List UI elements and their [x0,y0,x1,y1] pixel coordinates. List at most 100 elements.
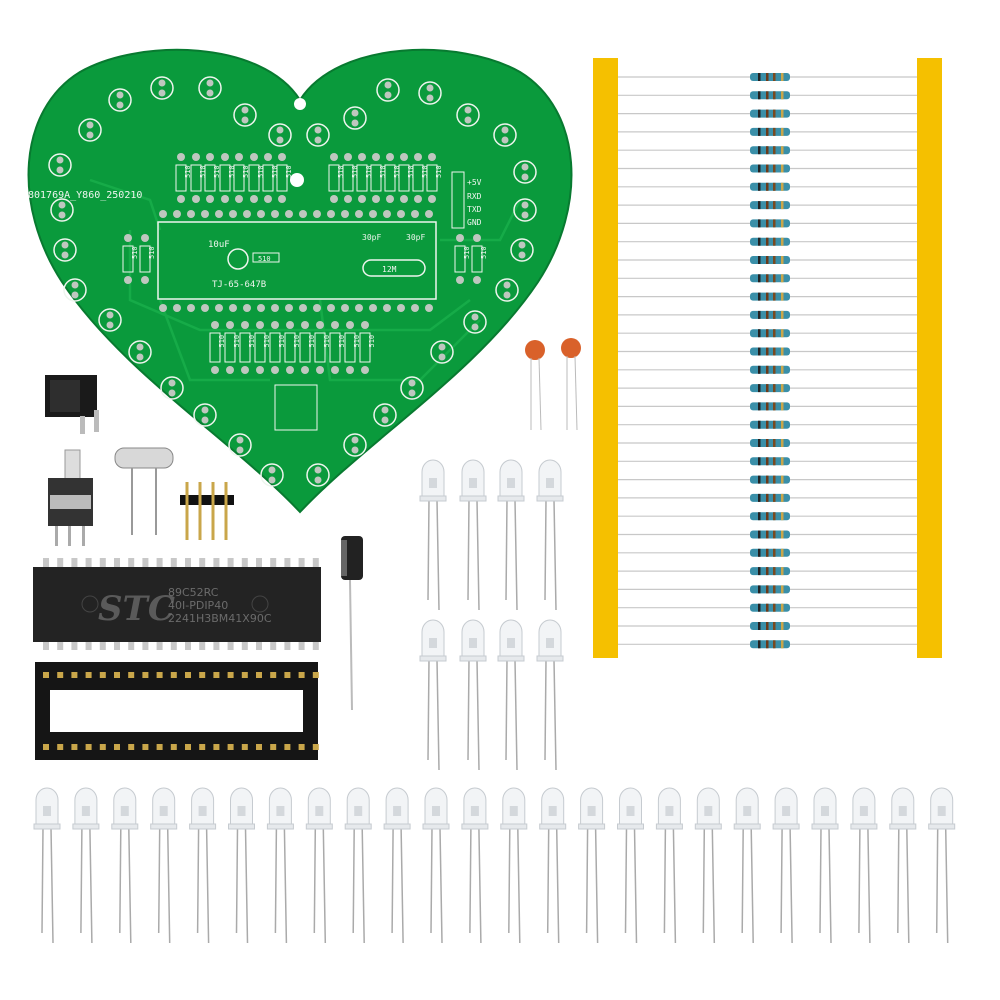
white-led [497,459,525,611]
pcb-led-footprint [98,308,122,332]
socket-contact [298,672,305,678]
pcb-led-footprint [233,103,257,127]
socket-contact [270,744,277,750]
chip-line-2: 40I-PDIP40 [168,599,228,612]
resistor-label: 510 [233,335,241,348]
pcb-led-footprint [53,238,77,262]
chip-pin [213,558,220,568]
socket-contact [284,744,291,750]
socket-contact [71,672,78,678]
chip-pin [99,558,106,568]
crystal-cap-label-1: 30pF [362,233,381,242]
socket-contact [142,672,149,678]
pcb-led-footprint [418,81,442,105]
ic-pad [201,304,209,312]
chip-pin [43,641,49,650]
pcb-led-footprint [108,88,132,112]
socket-contact [99,672,106,678]
resistor-label: 510 [308,335,316,348]
pcb-resistor-footprint: 510 [219,153,236,203]
ic-pad [411,210,419,218]
tape-resistor [618,91,917,100]
socket-contact [43,744,49,750]
resistor-label: 510 [323,335,331,348]
white-led [305,787,333,944]
pcb-led-footprint [260,463,284,487]
chip-pin [71,641,78,650]
ic-pad [425,304,433,312]
socket-contact [241,744,248,750]
white-led [189,787,217,944]
pcb-resistor-footprint: 510 [329,321,346,374]
socket-contact [312,672,319,678]
tape-resistor [618,329,917,338]
pcb-resistor-footprint: 510 [471,234,488,284]
tape-resistor [618,219,917,228]
white-led [461,787,489,944]
chip-pin [128,641,135,650]
chip-pin [85,558,92,568]
white-led [150,787,178,944]
ceramic-capacitors [525,338,581,431]
ic-pad [215,304,223,312]
pcb-led-footprint [376,78,400,102]
ic-pad [257,210,265,218]
resistor-label: 510 [148,246,156,259]
pcb-resistor-footprint: 510 [299,321,316,374]
pcb-resistor-footprint: 510 [384,153,401,203]
ic-pad [313,304,321,312]
ic-pad [173,210,181,218]
resistor-label: 510 [353,335,361,348]
chip-pin [114,641,120,650]
chip-pin [156,558,163,568]
pcb-led-footprint [513,198,537,222]
chip-pin [312,641,319,650]
chip-line-1: 89C52RC [168,586,219,599]
white-led [578,787,606,944]
chip-line-3: 2241H3BM41X90C [168,612,272,625]
pcb-resistor-footprint: 510 [254,321,271,374]
white-led [500,787,528,944]
socket-contact [270,672,277,678]
white-led [694,787,722,944]
resistor-label: 510 [379,165,387,178]
cap-footprint [227,248,249,270]
socket-contact [85,672,92,678]
tape-resistor [618,622,917,630]
ic-outline [157,221,437,300]
white-led [811,787,839,944]
chip-pin [298,558,305,568]
ic-pad [187,304,195,312]
ic-pad [355,210,363,218]
crystal-footprint [362,259,426,277]
pcb-led-footprint [373,403,397,427]
chip-pin [114,558,120,568]
resistor-label: 510 [435,165,443,178]
ic-pad [355,304,363,312]
chip-pin [298,641,305,650]
pcb-led-footprint [268,123,292,147]
socket-contact [114,672,120,678]
resistor-label: 510 [338,335,346,348]
ic-pad [229,210,237,218]
socket-contact [128,672,135,678]
push-switch [48,449,93,546]
dc-power-jack [45,375,99,434]
tape-resistor [618,237,917,246]
ic-pad [271,210,279,218]
ic-pad [229,304,237,312]
resistor-label: 510 [421,165,429,178]
socket-contact [170,672,177,678]
pcb-resistor-footprint: 510 [269,321,286,374]
tape-resistor [618,420,917,429]
pcb-led-footprint [343,433,367,457]
pcb-resistor-footprint: 510 [454,234,471,284]
tape-resistor [618,493,917,502]
ic-pad [215,210,223,218]
socket-contact [185,744,191,750]
resistor-label: 510 [228,165,236,178]
ic-pad [187,210,195,218]
pcb-led-footprint [228,433,252,457]
